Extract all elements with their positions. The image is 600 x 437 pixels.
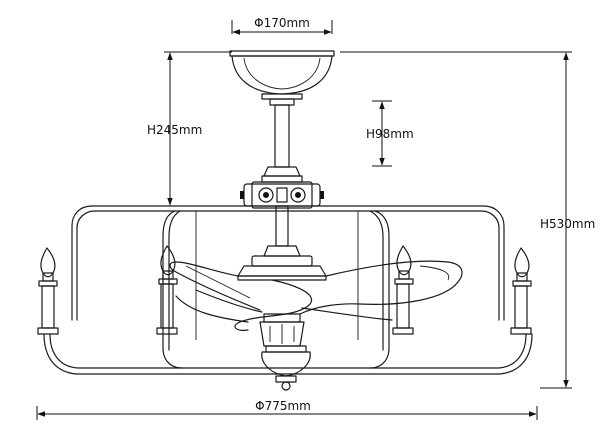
outer-cage-frame [71,205,505,351]
candle-light-inner-right [392,245,414,335]
hub-junction [240,181,324,247]
candle-light-far-left [37,247,59,335]
height-245-dimension: H245mm [147,51,246,207]
canopy-diameter-label: Φ170mm [254,16,310,30]
height-98-dimension: H98mm [366,100,414,167]
candle-light-inner-left [156,245,178,335]
height-530-label: H530mm [540,217,595,231]
lower-arms [43,333,533,391]
overall-diameter-dimension: Φ775mm [36,399,538,420]
downrod [261,104,303,183]
canopy-diameter-dimension: Φ170mm [231,16,333,35]
height-245-label: H245mm [147,123,202,137]
height-98-label: H98mm [366,127,414,141]
overall-diameter-label: Φ775mm [255,399,311,413]
candle-light-far-right [510,247,532,335]
ceiling-canopy [229,50,335,106]
fan-blades [169,260,463,331]
height-530-dimension: H530mm [340,51,595,389]
fan-motor [237,245,327,347]
